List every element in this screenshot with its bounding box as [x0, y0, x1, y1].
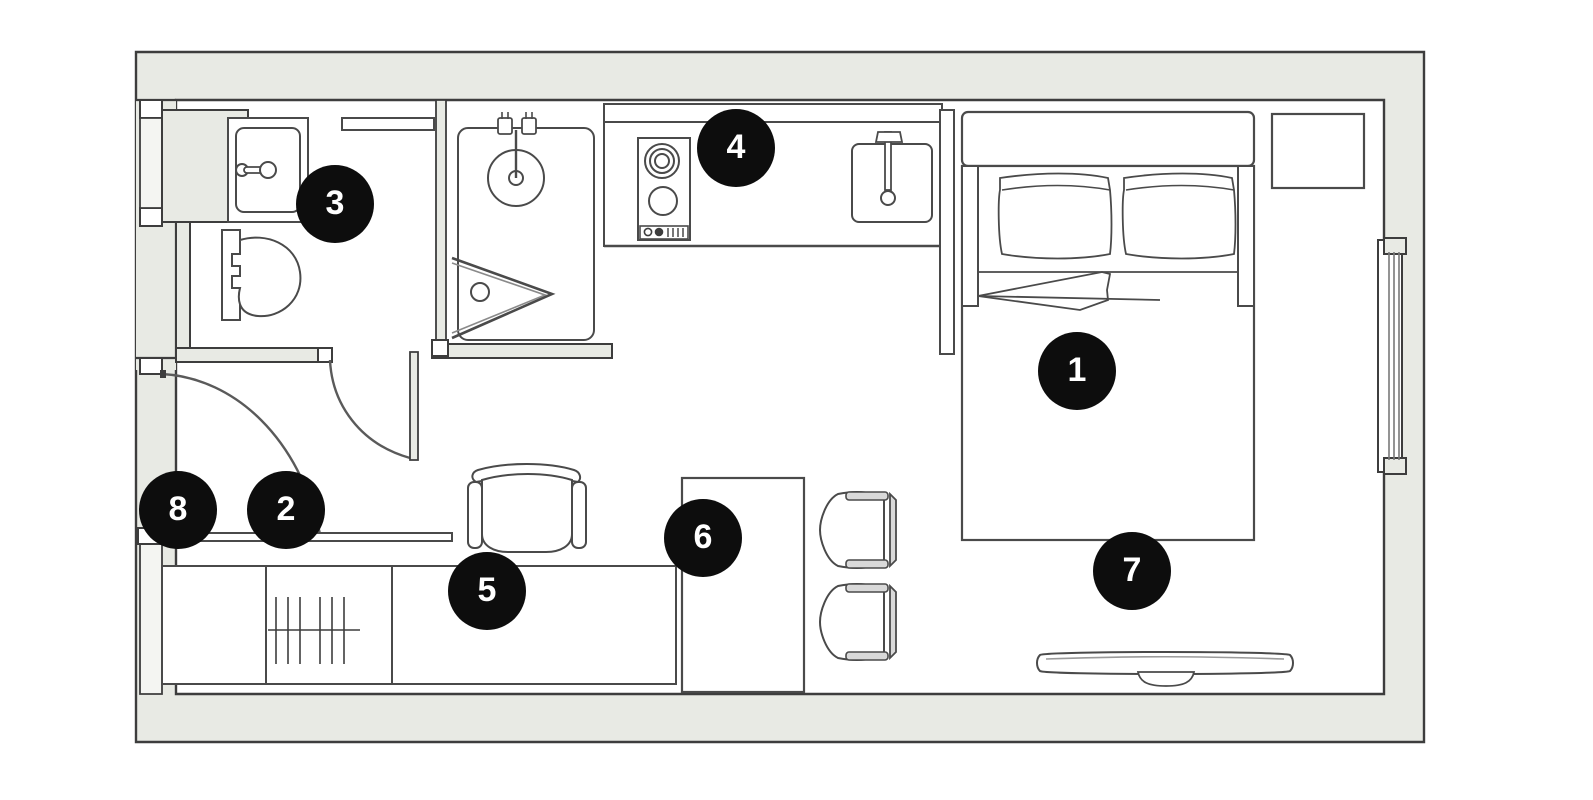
window-right — [1377, 237, 1407, 475]
wardrobe-run — [161, 532, 677, 685]
marker-3-bathroom[interactable]: 3 — [296, 165, 374, 243]
bathroom-fixtures — [221, 112, 595, 341]
marker-4-kitchenette[interactable]: 4 — [697, 109, 775, 187]
marker-7-luggage-rack[interactable]: 7 — [1093, 532, 1171, 610]
marker-5-number: 5 — [477, 571, 497, 609]
luggage-bench — [1036, 651, 1294, 687]
kitchenette — [603, 103, 943, 248]
pillow-left — [997, 172, 1113, 260]
armchair — [467, 463, 587, 553]
kitchen-sink — [851, 131, 933, 223]
desk — [680, 476, 806, 694]
desk-chair-lower — [818, 583, 897, 661]
cooktop — [637, 137, 691, 241]
walls — [134, 50, 1426, 744]
marker-6-desk[interactable]: 6 — [664, 499, 742, 577]
marker-5-closet[interactable]: 5 — [448, 552, 526, 630]
marker-2-wardrobe[interactable]: 2 — [247, 471, 325, 549]
marker-8-number: 8 — [168, 490, 188, 528]
toilet — [221, 229, 302, 321]
partition-panel — [939, 109, 955, 355]
double-bed — [960, 110, 1256, 542]
marker-6-number: 6 — [693, 518, 713, 556]
marker-7-number: 7 — [1122, 551, 1142, 589]
marker-3-number: 3 — [325, 184, 345, 222]
marker-4-number: 4 — [726, 128, 746, 166]
marker-1-bed[interactable]: 1 — [1038, 332, 1116, 410]
desk-chair-upper — [818, 491, 897, 569]
nightstand — [1270, 112, 1366, 190]
bathroom-door[interactable] — [328, 351, 419, 461]
wardrobe-hanging-rail — [268, 597, 360, 664]
pillow-right — [1121, 172, 1237, 260]
marker-1-number: 1 — [1067, 351, 1087, 389]
marker-2-number: 2 — [276, 490, 296, 528]
shower — [451, 112, 595, 341]
marker-8-entry[interactable]: 8 — [139, 471, 217, 549]
vanity-faucet — [235, 161, 277, 179]
